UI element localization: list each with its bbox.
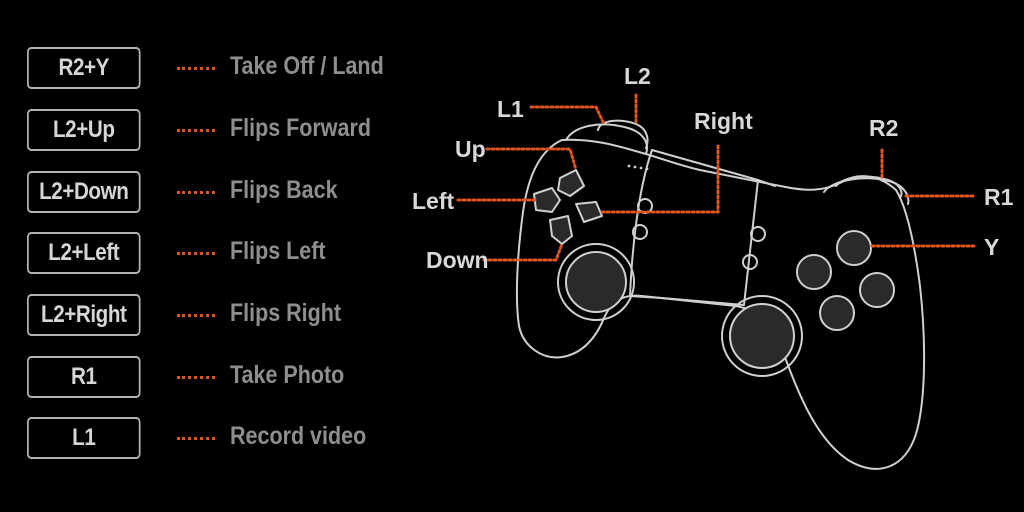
callout-label-l2: L2	[624, 63, 651, 89]
mapping-row-flips-forward: L2+Up Flips Forward	[27, 109, 397, 155]
small-button-icon	[742, 254, 758, 270]
dpad-down-icon	[549, 215, 573, 245]
dpad	[533, 169, 603, 245]
dotted-connector	[177, 376, 215, 379]
face-button-y-icon	[836, 230, 872, 266]
leader-line-up	[485, 147, 578, 172]
action-label: Flips Right	[230, 299, 342, 327]
key-combo-badge: L2+Right	[27, 294, 141, 336]
dotted-connector	[177, 67, 215, 70]
key-combo-badge: L2+Up	[27, 109, 141, 151]
key-combo-badge: R1	[27, 356, 141, 398]
key-combo-badge: R2+Y	[27, 47, 141, 89]
leader-line-right	[598, 144, 720, 214]
mapping-row-take-photo: R1 Take Photo	[27, 356, 397, 402]
small-button-icon	[750, 226, 766, 242]
callout-label-up: Up	[455, 136, 486, 162]
center-clamp-plate	[629, 149, 759, 306]
mapping-row-record-video: L1 Record video	[27, 417, 397, 463]
dpad-right-icon	[575, 201, 603, 223]
small-button-icon	[632, 224, 648, 240]
key-combo-badge: L2+Down	[27, 171, 141, 213]
dpad-left-icon	[533, 187, 561, 213]
button-mapping-list: R2+Y Take Off / Land L2+Up Flips Forward…	[0, 0, 400, 512]
callout-label-right: Right	[694, 108, 753, 134]
mapping-row-takeoff-land: R2+Y Take Off / Land	[27, 47, 397, 93]
dotted-connector	[177, 252, 215, 255]
dotted-connector	[177, 437, 215, 440]
mapping-row-flips-right: L2+Right Flips Right	[27, 294, 397, 340]
gamepad-body-outline	[515, 138, 926, 470]
right-trigger-r2	[835, 175, 903, 199]
right-joystick-icon	[721, 295, 803, 377]
callout-label-r2: R2	[869, 115, 898, 141]
key-combo-badge: L2+Left	[27, 232, 141, 274]
action-label: Flips Back	[230, 176, 338, 204]
key-combo-badge: L1	[27, 417, 141, 459]
callout-label-left: Left	[412, 188, 455, 214]
mapping-row-flips-left: L2+Left Flips Left	[27, 232, 397, 278]
action-label: Take Off / Land	[230, 52, 384, 80]
action-label: Flips Forward	[230, 114, 371, 142]
action-label: Flips Left	[230, 237, 326, 265]
dotted-connector	[177, 129, 215, 132]
action-label: Take Photo	[230, 361, 345, 389]
dotted-connector	[177, 191, 215, 194]
dotted-connector	[177, 314, 215, 317]
indicator-dots	[627, 164, 649, 171]
left-joystick-icon	[557, 243, 635, 321]
callout-label-y: Y	[984, 234, 999, 260]
face-button-x-icon	[796, 254, 832, 290]
callout-label-r1: R1	[984, 184, 1014, 210]
leader-line-down	[482, 242, 564, 262]
mapping-row-flips-back: L2+Down Flips Back	[27, 171, 397, 217]
callout-label-down: Down	[426, 247, 489, 273]
face-button-a-icon	[819, 295, 855, 331]
face-button-b-icon	[859, 272, 895, 308]
dpad-up-icon	[557, 169, 585, 197]
leader-line-l1	[529, 105, 606, 126]
callout-label-l1: L1	[497, 96, 524, 122]
action-label: Record video	[230, 422, 367, 450]
